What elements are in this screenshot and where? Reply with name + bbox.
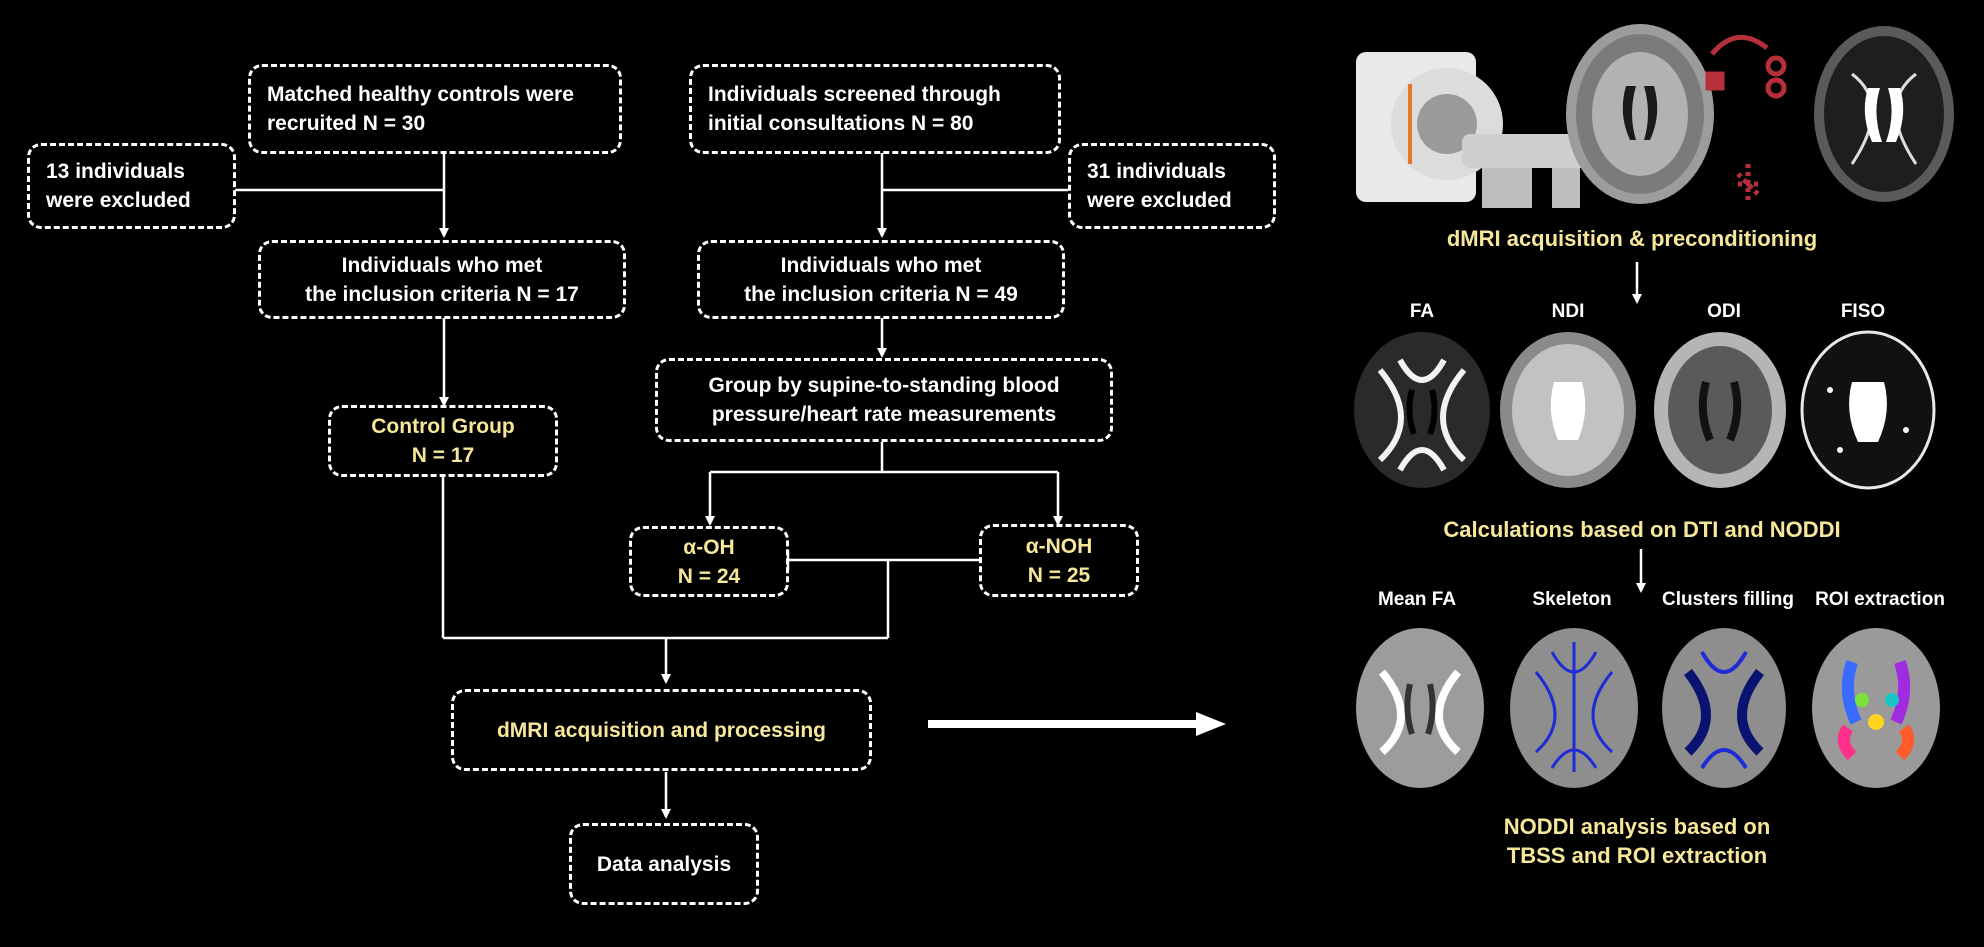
box-dmri-processing: dMRI acquisition and processing [451, 689, 872, 771]
caption-acquisition: dMRI acquisition & preconditioning [1446, 226, 1818, 251]
box-group-by: Group by supine-to-standing blood pressu… [655, 358, 1113, 442]
box-excluded-right: 31 individuals were excluded [1068, 143, 1276, 229]
box-controls-recruited: Matched healthy controls were recruited … [248, 64, 622, 154]
box-excluded-left: 13 individuals were excluded [27, 143, 236, 229]
roi-extraction-image [1812, 628, 1940, 788]
big-arrow-head [1196, 712, 1226, 736]
box-data-analysis: Data analysis [569, 823, 759, 905]
fa-map-image [1354, 332, 1490, 488]
box-inclusion-right: Individuals who met the inclusion criter… [697, 240, 1065, 319]
clusters-filling-image [1662, 628, 1786, 788]
mri-scanner-icon [1356, 52, 1592, 208]
box-screened: Individuals screened through initial con… [689, 64, 1061, 154]
diffusion-brain-image [1814, 26, 1954, 202]
label-skeleton: Skeleton [1532, 589, 1612, 610]
acquisition-graphics [1356, 24, 1954, 208]
skeleton-image [1510, 628, 1638, 788]
fiso-map-image [1800, 330, 1936, 490]
label-fiso: FISO [1840, 301, 1886, 322]
label-clusters-filling: Clusters filling [1662, 589, 1794, 610]
diffusion-maps [1354, 330, 1936, 490]
scissors-icon [1705, 34, 1787, 204]
caption-noddi: NODDI analysis based on TBSS and ROI ext… [1503, 814, 1771, 868]
ndi-map-image [1500, 332, 1636, 488]
odi-map-image [1654, 332, 1786, 488]
caption-calculations: Calculations based on DTI and NODDI [1443, 517, 1841, 542]
label-mean-fa: Mean FA [1377, 589, 1457, 610]
label-roi-extraction: ROI extraction [1815, 589, 1945, 610]
box-alpha-oh: α-OH N = 24 [629, 526, 789, 597]
box-control-group: Control Group N = 17 [328, 405, 558, 477]
label-ndi: NDI [1551, 301, 1585, 322]
box-alpha-noh: α-NOH N = 25 [979, 524, 1139, 597]
box-inclusion-left: Individuals who met the inclusion criter… [258, 240, 626, 319]
tbss-images [1356, 628, 1940, 788]
label-odi: ODI [1707, 301, 1741, 322]
t1-brain-image [1566, 24, 1714, 204]
label-fa: FA [1409, 301, 1435, 322]
mean-fa-image [1356, 628, 1484, 788]
